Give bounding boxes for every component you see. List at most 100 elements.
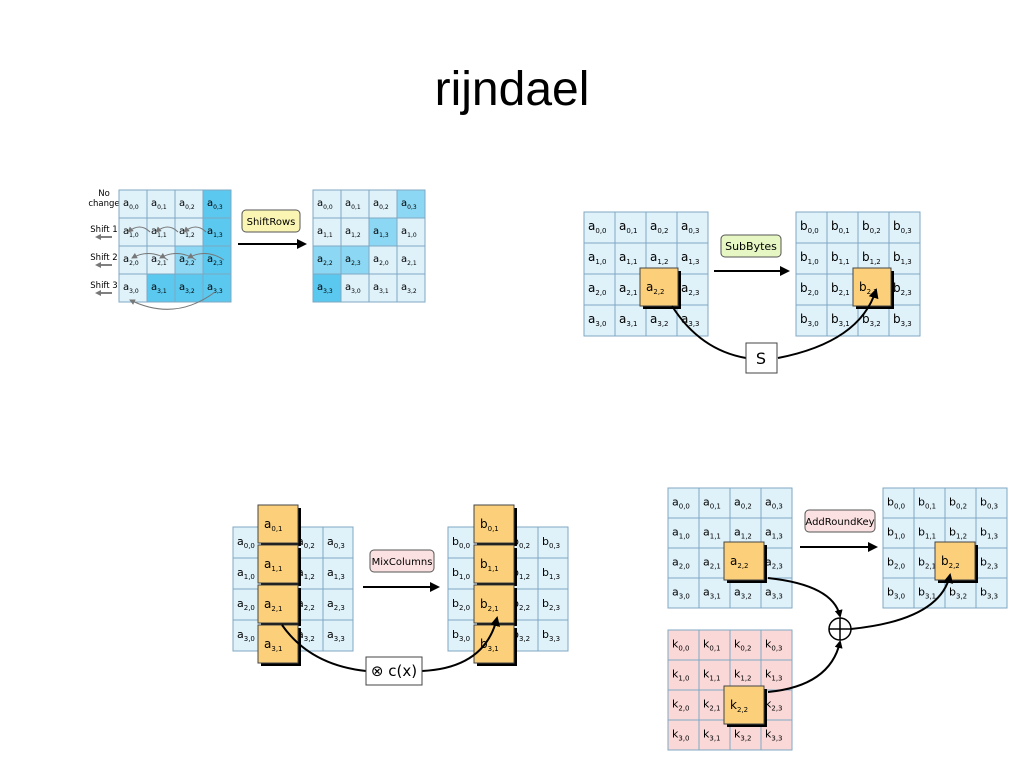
cell-label: b3,3 [893, 312, 912, 328]
cell-label: a0,0 [317, 198, 333, 211]
cell-label: a3,1 [619, 312, 638, 328]
highlighted-cell [473, 544, 515, 584]
grid-cell [340, 217, 370, 247]
grid-cell [537, 619, 569, 652]
cell-label: k1,2 [734, 667, 752, 682]
cell-label: a0,0 [237, 535, 255, 550]
cell-label: a2,1 [703, 555, 721, 570]
mixcolumns-button[interactable]: MixColumns [369, 549, 435, 573]
cell-label: k1,3 [765, 667, 783, 682]
addroundkey-out-curve [850, 573, 954, 630]
cell-label: k3,1 [703, 727, 721, 742]
cell-label: b2,0 [887, 555, 905, 570]
addroundkey-button-label: AddRoundKey [805, 517, 874, 528]
cell-label: b1,2 [949, 525, 967, 540]
grid-cell [202, 245, 232, 275]
shift-row-label: change [88, 199, 119, 209]
mixcolumns-curve-in [281, 624, 367, 672]
cell-label: b1,3 [542, 566, 560, 581]
shiftrows-shift-arrows [127, 226, 225, 310]
cell-label: a0,3 [401, 198, 417, 211]
cell-label: b2,3 [542, 597, 560, 612]
cx-multiply-box: ⊗ c(x) [365, 656, 423, 686]
grid-cell [913, 487, 946, 519]
cell-label: k1,0 [672, 667, 690, 682]
grid-cell [882, 577, 915, 609]
grid-cell [312, 273, 342, 303]
cell-label: a1,1 [317, 226, 333, 239]
cell-label: k0,1 [703, 637, 721, 652]
cell-label: a0,0 [672, 495, 690, 510]
cell-label: a0,2 [373, 198, 389, 211]
cell-label: b2,1 [918, 555, 936, 570]
cell-label: a2,2 [317, 254, 333, 267]
cell-label: a1,3 [765, 525, 783, 540]
cell-label: b0,3 [893, 219, 912, 235]
cell-label: a1,0 [588, 250, 607, 266]
cell-label: a3,0 [123, 282, 139, 295]
cell-label: k2,0 [672, 697, 690, 712]
highlighted-cell-label: b3,1 [480, 637, 499, 653]
cell-label: b1,0 [452, 566, 470, 581]
grid-cell [882, 517, 915, 549]
cell-label: a2,0 [373, 254, 389, 267]
grid-cell [368, 273, 398, 303]
highlighted-cell-label: a0,1 [264, 517, 283, 533]
grid-cell [944, 487, 977, 519]
grid-cell [698, 577, 731, 609]
mixcolumns-button-label: MixColumns [372, 557, 433, 568]
cell-label: a3,2 [734, 585, 752, 600]
highlighted-cell-label: b1,1 [480, 557, 499, 573]
grid-cell [667, 547, 700, 579]
cell-label: b3,1 [831, 312, 850, 328]
grid-cell [396, 189, 426, 219]
grid-cell [322, 526, 354, 559]
grid-cell [368, 189, 398, 219]
cell-label: b1,3 [980, 525, 998, 540]
cell-label: a2,1 [619, 281, 638, 297]
grid-cell [760, 487, 793, 519]
cell-label: a2,3 [765, 555, 783, 570]
cell-label: a2,3 [345, 254, 361, 267]
grid-cell [396, 217, 426, 247]
cell-label: b1,0 [800, 250, 819, 266]
highlighted-cell [257, 584, 299, 624]
grid-cell [667, 629, 700, 661]
grid-cell [146, 189, 176, 219]
cell-label: a1,2 [345, 226, 361, 239]
shift-row-label: Shift 1 [90, 225, 117, 235]
highlighted-cell-label: b2,1 [480, 597, 499, 613]
grid-cell [882, 547, 915, 579]
cell-label: a1,0 [123, 226, 139, 239]
cell-label: a3,1 [373, 282, 389, 295]
subbytes-button[interactable]: SubBytes [720, 234, 782, 258]
cell-label: b0,3 [980, 495, 998, 510]
cell-label: b3,2 [949, 585, 967, 600]
highlighted-cell-label: a2,1 [264, 597, 283, 613]
cell-label: b0,2 [949, 495, 967, 510]
subbytes-curve-out [777, 288, 879, 359]
addroundkey-button[interactable]: AddRoundKey [804, 509, 876, 533]
grid-cell [760, 517, 793, 549]
grid-cell [447, 619, 479, 652]
cell-label: a0,3 [681, 219, 700, 235]
grid-cell [760, 629, 793, 661]
grid-cell [396, 273, 426, 303]
cell-label: a1,3 [373, 226, 389, 239]
cell-label: a1,1 [703, 525, 721, 540]
highlighted-cell [257, 544, 299, 584]
grid-cell [888, 211, 921, 244]
shiftrows-button[interactable]: ShiftRows [241, 209, 301, 233]
cell-label: k3,2 [734, 727, 752, 742]
cell-label: b3,0 [887, 585, 905, 600]
highlighted-cell [473, 624, 515, 664]
highlighted-cell-label: b0,1 [480, 517, 499, 533]
highlighted-cell [257, 504, 299, 544]
cell-label: a0,0 [588, 219, 607, 235]
cell-label: a3,1 [703, 585, 721, 600]
cell-label: a0,2 [650, 219, 669, 235]
